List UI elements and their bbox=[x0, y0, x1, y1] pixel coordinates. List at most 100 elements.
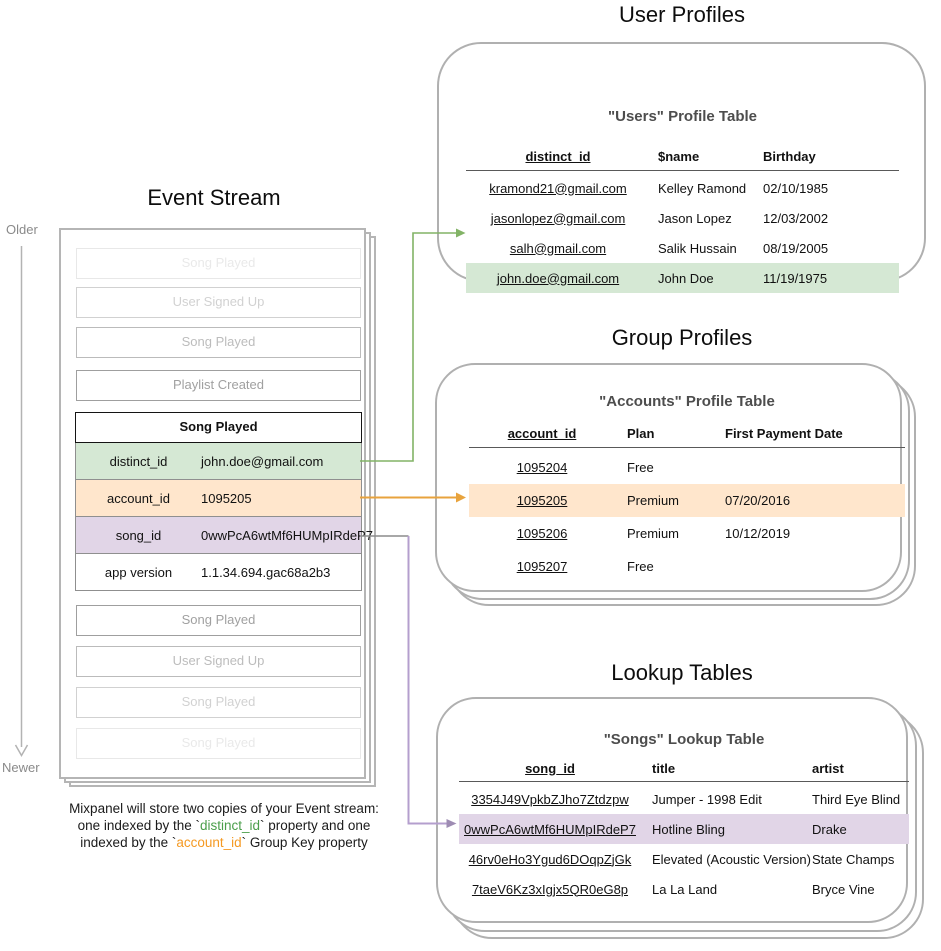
cell-birthday: 02/10/1985 bbox=[763, 180, 829, 196]
table-row: kramond21@gmail.com Kelley Ramond 02/10/… bbox=[466, 173, 899, 203]
property-value: 1095205 bbox=[201, 490, 252, 506]
cell-plan: Free bbox=[627, 559, 654, 574]
property-value: 1.1.34.694.gac68a2b3 bbox=[201, 564, 331, 580]
table-row-highlighted: 0wwPcA6wtMf6HUMpIRdeP7 Hotline Bling Dra… bbox=[459, 814, 909, 844]
column-header-first-payment-date: First Payment Date bbox=[725, 425, 843, 441]
event-box-faded: Song Played bbox=[76, 687, 361, 718]
table-row: 1095204 Free bbox=[469, 451, 905, 484]
cell-account-id: 1095205 bbox=[516, 493, 568, 508]
cell-artist: Bryce Vine bbox=[812, 881, 875, 897]
event-stream-title: Event Stream bbox=[147, 185, 281, 210]
cell-song-id: 7taeV6Kz3xIgjx5QR0eG8p bbox=[471, 881, 629, 897]
column-header-name: $name bbox=[658, 148, 700, 164]
active-event-table: Song Played distinct_id john.doe@gmail.c… bbox=[75, 412, 373, 591]
table-row: 7taeV6Kz3xIgjx5QR0eG8p La La Land Bryce … bbox=[459, 874, 909, 904]
column-header-title: title bbox=[652, 760, 676, 776]
cell-title: Jumper - 1998 Edit bbox=[652, 791, 762, 807]
older-label: Older bbox=[6, 222, 38, 237]
cell-name: Salik Hussain bbox=[658, 240, 737, 256]
cell-artist: Third Eye Blind bbox=[812, 791, 901, 807]
timeline-arrowhead-icon bbox=[14, 744, 29, 758]
property-key: app version bbox=[104, 564, 173, 580]
users-table-header: distinct_id $name Birthday bbox=[466, 145, 899, 167]
property-row-distinct-id: distinct_id john.doe@gmail.com bbox=[75, 443, 362, 480]
lookup-tables-title: Lookup Tables bbox=[611, 660, 753, 685]
cell-name: John Doe bbox=[658, 270, 714, 286]
cell-artist: State Champs bbox=[812, 851, 895, 867]
cell-plan: Free bbox=[627, 460, 654, 475]
cell-name: Jason Lopez bbox=[658, 210, 732, 226]
property-row-app-version: app version 1.1.34.694.gac68a2b3 bbox=[75, 554, 362, 591]
accounts-table-title: "Accounts" Profile Table bbox=[599, 393, 775, 410]
users-table: distinct_id $name Birthday kramond21@gma… bbox=[466, 145, 899, 293]
property-value: john.doe@gmail.com bbox=[201, 453, 324, 469]
table-row: jasonlopez@gmail.com Jason Lopez 12/03/2… bbox=[466, 203, 899, 233]
cell-plan: Premium bbox=[627, 526, 680, 541]
table-row: 1095207 Free bbox=[469, 550, 905, 583]
cell-name: Kelley Ramond bbox=[658, 180, 747, 196]
group-profiles-title: Group Profiles bbox=[611, 325, 753, 350]
newer-label: Newer bbox=[2, 760, 40, 775]
cell-distinct-id: salh@gmail.com bbox=[509, 240, 607, 256]
header-rule bbox=[459, 781, 909, 782]
cell-song-id: 0wwPcA6wtMf6HUMpIRdeP7 bbox=[464, 821, 636, 837]
column-header-song-id: song_id bbox=[525, 760, 575, 776]
accounts-table-header: account_id Plan First Payment Date bbox=[469, 422, 905, 444]
caption-text: ` Group Key property bbox=[241, 835, 368, 850]
column-header-distinct-id: distinct_id bbox=[525, 148, 591, 164]
column-header-birthday: Birthday bbox=[763, 148, 816, 164]
cell-plan: Premium bbox=[627, 493, 680, 508]
songs-table-title: "Songs" Lookup Table bbox=[603, 731, 765, 748]
cell-title: Hotline Bling bbox=[652, 821, 725, 837]
cell-distinct-id: kramond21@gmail.com bbox=[489, 180, 627, 196]
header-rule bbox=[469, 447, 905, 448]
property-row-song-id: song_id 0wwPcA6wtMf6HUMpIRdeP7 bbox=[75, 517, 373, 554]
cell-title: Elevated (Acoustic Version) bbox=[652, 851, 811, 867]
user-profiles-title: User Profiles bbox=[619, 2, 745, 27]
songs-table-header: song_id title artist bbox=[459, 757, 909, 779]
property-value: 0wwPcA6wtMf6HUMpIRdeP7 bbox=[201, 527, 373, 543]
caption-text: one indexed by the ` bbox=[77, 818, 200, 833]
event-box-faded: Playlist Created bbox=[76, 370, 361, 401]
cell-distinct-id: john.doe@gmail.com bbox=[496, 270, 620, 286]
cell-artist: Drake bbox=[812, 821, 847, 837]
cell-account-id: 1095204 bbox=[516, 460, 568, 475]
active-event-name: Song Played bbox=[75, 412, 362, 443]
cell-birthday: 11/19/1975 bbox=[763, 270, 828, 286]
cell-birthday: 12/03/2002 bbox=[763, 210, 829, 226]
cell-account-id: 1095206 bbox=[516, 526, 568, 541]
cell-distinct-id: jasonlopez@gmail.com bbox=[490, 210, 626, 226]
users-table-title: "Users" Profile Table bbox=[608, 108, 757, 125]
caption-line-2: one indexed by the `distinct_id` propert… bbox=[14, 817, 434, 834]
event-stream-container: Song Played User Signed Up Song Played P… bbox=[59, 228, 373, 779]
cell-song-id: 46rv0eHo3Ygud6DOqpZjGk bbox=[468, 851, 632, 867]
accounts-table: account_id Plan First Payment Date 10952… bbox=[469, 422, 905, 574]
event-box-faded: Song Played bbox=[76, 248, 361, 279]
table-row-highlighted: 1095205 Premium 07/20/2016 bbox=[469, 484, 905, 517]
caption-line-1: Mixpanel will store two copies of your E… bbox=[69, 801, 379, 816]
caption-text: indexed by the ` bbox=[80, 835, 177, 850]
accounts-profile-card: "Accounts" Profile Table account_id Plan… bbox=[435, 363, 905, 592]
header-rule bbox=[466, 170, 899, 171]
table-row: 46rv0eHo3Ygud6DOqpZjGk Elevated (Acousti… bbox=[459, 844, 909, 874]
table-row: salh@gmail.com Salik Hussain 08/19/2005 bbox=[466, 233, 899, 263]
event-box-faded: Song Played bbox=[76, 605, 361, 636]
table-row: 3354J49VpkbZJho7Ztdzpw Jumper - 1998 Edi… bbox=[459, 784, 909, 814]
event-box-faded: Song Played bbox=[76, 728, 361, 759]
property-key: song_id bbox=[115, 527, 162, 543]
property-row-account-id: account_id 1095205 bbox=[75, 480, 362, 517]
table-row: 1095206 Premium 10/12/2019 bbox=[469, 517, 905, 550]
cell-birthday: 08/19/2005 bbox=[763, 240, 829, 256]
event-box-faded: Song Played bbox=[76, 327, 361, 358]
caption-text: ` property and one bbox=[260, 818, 371, 833]
column-header-account-id: account_id bbox=[507, 425, 577, 441]
column-header-plan: Plan bbox=[627, 425, 655, 441]
column-header-artist: artist bbox=[812, 760, 844, 776]
event-box-faded: User Signed Up bbox=[76, 646, 361, 677]
cell-first-payment-date: 07/20/2016 bbox=[725, 493, 791, 508]
property-key: distinct_id bbox=[109, 453, 168, 469]
cell-title: La La Land bbox=[652, 881, 718, 897]
cell-account-id: 1095207 bbox=[516, 559, 568, 574]
caption-line-3: indexed by the `account_id` Group Key pr… bbox=[14, 834, 434, 851]
